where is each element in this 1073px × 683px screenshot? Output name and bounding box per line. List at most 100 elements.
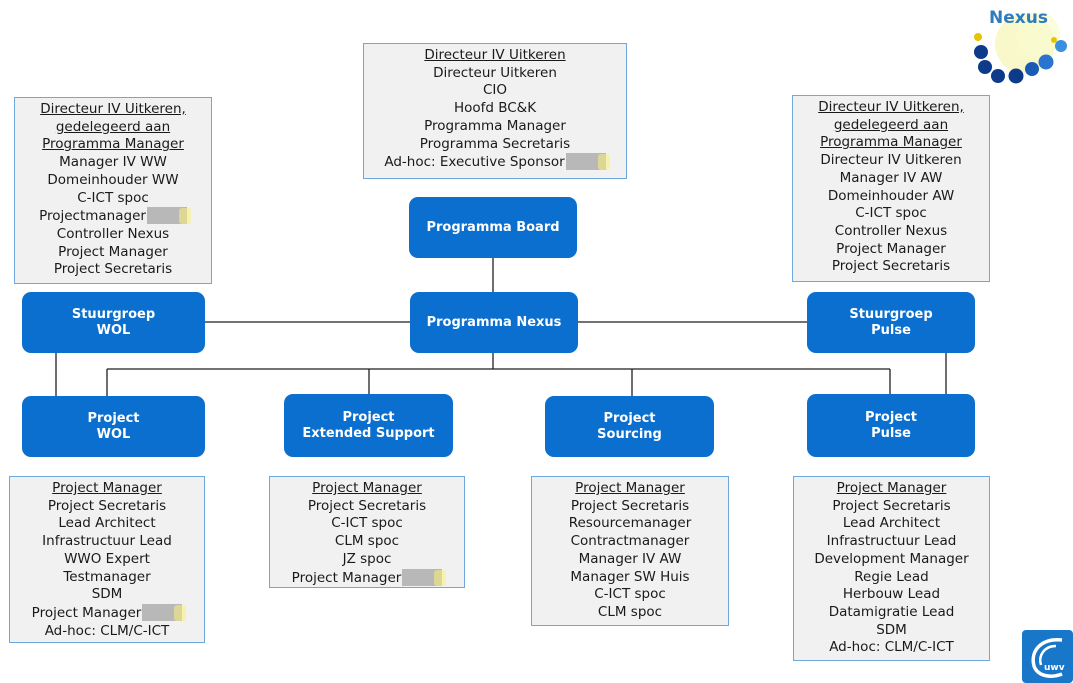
member-item: Ad-hoc: CLM/C-ICT [829, 639, 954, 656]
member-item: Programma Secretaris [419, 135, 571, 152]
node-label: Stuurgroep [849, 306, 933, 322]
member-item: Contractmanager [570, 533, 690, 550]
project-pulse-members-box: Project Manager Project Secretaris Lead … [793, 476, 990, 661]
node-programma-board[interactable]: Programma Board [409, 197, 577, 258]
member-item: C-ICT spoc [77, 189, 149, 206]
member-item: WWO Expert [64, 550, 150, 567]
member-item: Domeinhouder AW [827, 187, 955, 204]
box-title-line: Programma Manager [820, 134, 962, 151]
member-item-with-redaction: Ad-hoc: Executive Sponsor [364, 153, 626, 172]
node-stuurgroep-pulse[interactable]: Stuurgroep Pulse [807, 292, 975, 353]
node-project-extended-support[interactable]: Project Extended Support [284, 394, 453, 457]
node-programma-nexus[interactable]: Programma Nexus [410, 292, 578, 353]
node-label: Pulse [871, 425, 911, 441]
redaction-block [142, 603, 187, 621]
member-item-with-redaction: Projectmanager [15, 207, 211, 226]
member-item: C-ICT spoc [594, 586, 666, 603]
node-label: WOL [96, 322, 131, 338]
member-item: Infrastructuur Lead [826, 533, 957, 550]
member-item: C-ICT spoc [331, 515, 403, 532]
box-title-line: Project Manager [312, 480, 422, 496]
stuurgroep-pulse-members-box: Directeur IV Uitkeren, gedelegeerd aan P… [792, 95, 990, 282]
node-label: Programma Nexus [426, 314, 562, 330]
member-item: Directeur Uitkeren [433, 64, 557, 81]
member-item: Lead Architect [842, 515, 941, 532]
member-item: Project Secretaris [570, 497, 690, 514]
project-wol-members-box: Project Manager Project Secretaris Lead … [9, 476, 205, 643]
member-item: Programma Manager [424, 117, 566, 134]
board-title: Directeur IV Uitkeren [424, 47, 566, 63]
member-item: CIO [482, 82, 508, 99]
member-item: Regie Lead [854, 568, 929, 585]
member-item: Project Secretaris [47, 497, 167, 514]
node-label: Stuurgroep [71, 306, 156, 322]
redaction-block [565, 153, 610, 171]
member-item: Domeinhouder WW [47, 171, 179, 188]
node-label: Project [864, 409, 918, 425]
box-title-line: Programma Manager [42, 136, 184, 153]
box-title-line: gedelegeerd aan [833, 116, 949, 133]
member-item: Ad-hoc: Executive Sponsor [384, 154, 565, 171]
member-item: Directeur IV Uitkeren [820, 152, 962, 169]
member-item: CLM spoc [597, 603, 663, 620]
node-label: Project [342, 409, 395, 425]
member-item: Manager IV AW [839, 169, 943, 186]
member-item: Ad-hoc: CLM/C-ICT [44, 622, 170, 639]
member-item: JZ spoc [342, 550, 392, 567]
member-item: Manager IV AW [578, 550, 682, 567]
member-item: Lead Architect [58, 515, 156, 532]
node-project-wol[interactable]: Project WOL [22, 396, 205, 457]
member-item: Manager IV WW [59, 154, 167, 171]
box-title-line: Project Manager [52, 480, 162, 496]
project-extended-support-members-box: Project Manager Project Secretaris C-ICT… [269, 476, 465, 588]
member-item: Controller Nexus [834, 222, 948, 239]
member-item: Hoofd BC&K [453, 100, 537, 117]
svg-text:Nexus: Nexus [989, 8, 1048, 28]
box-title-line: gedelegeerd aan [55, 118, 171, 135]
member-item: Project Secretaris [307, 497, 427, 514]
member-item: SDM [91, 586, 123, 603]
member-item: Project Manager [58, 243, 168, 260]
member-item: Project Manager [31, 604, 142, 621]
uwv-logo: uwv [1022, 630, 1073, 683]
node-label: Programma Board [426, 219, 560, 235]
member-item: Project Manager [836, 240, 946, 257]
member-item: Testmanager [63, 568, 151, 585]
member-item: CLM spoc [334, 533, 400, 550]
member-item: Datamigratie Lead [828, 603, 955, 620]
node-label: Pulse [871, 322, 911, 338]
svg-text:uwv: uwv [1044, 663, 1065, 673]
node-project-sourcing[interactable]: Project Sourcing [545, 396, 714, 457]
node-label: Project [87, 410, 140, 426]
member-item: Development Manager [814, 550, 969, 567]
member-item: Herbouw Lead [842, 586, 941, 603]
member-item: Projectmanager [39, 208, 146, 225]
node-label: Sourcing [597, 426, 662, 442]
node-label: WOL [96, 426, 131, 442]
stuurgroep-wol-members-box: Directeur IV Uitkeren, gedelegeerd aan P… [14, 97, 212, 284]
member-item: Project Secretaris [53, 261, 173, 278]
box-title-line: Directeur IV Uitkeren, [818, 99, 964, 115]
box-title-line: Directeur IV Uitkeren, [40, 101, 186, 117]
member-item: Project Secretaris [832, 497, 951, 514]
member-item-with-redaction: Project Manager [10, 603, 204, 623]
node-stuurgroep-wol[interactable]: Stuurgroep WOL [22, 292, 205, 353]
member-item: Controller Nexus [56, 225, 170, 242]
node-label: Extended Support [302, 425, 435, 441]
member-item: Resourcemanager [568, 515, 692, 532]
member-item-with-redaction: Project Manager [270, 568, 464, 588]
nexus-logo: Nexus [974, 8, 1067, 84]
redaction-block [146, 207, 191, 225]
node-project-pulse[interactable]: Project Pulse [807, 394, 975, 457]
box-title-line: Project Manager [575, 480, 685, 496]
member-item: Infrastructuur Lead [42, 533, 172, 550]
board-members-box: Directeur IV Uitkeren Directeur Uitkeren… [363, 43, 627, 179]
member-item: Project Secretaris [831, 258, 951, 275]
member-item: Manager SW Huis [570, 568, 690, 585]
member-item: Project Manager [291, 569, 402, 586]
redaction-block [402, 568, 447, 586]
box-title-line: Project Manager [836, 480, 947, 496]
member-item: SDM [876, 621, 907, 638]
member-item: C-ICT spoc [855, 205, 927, 222]
